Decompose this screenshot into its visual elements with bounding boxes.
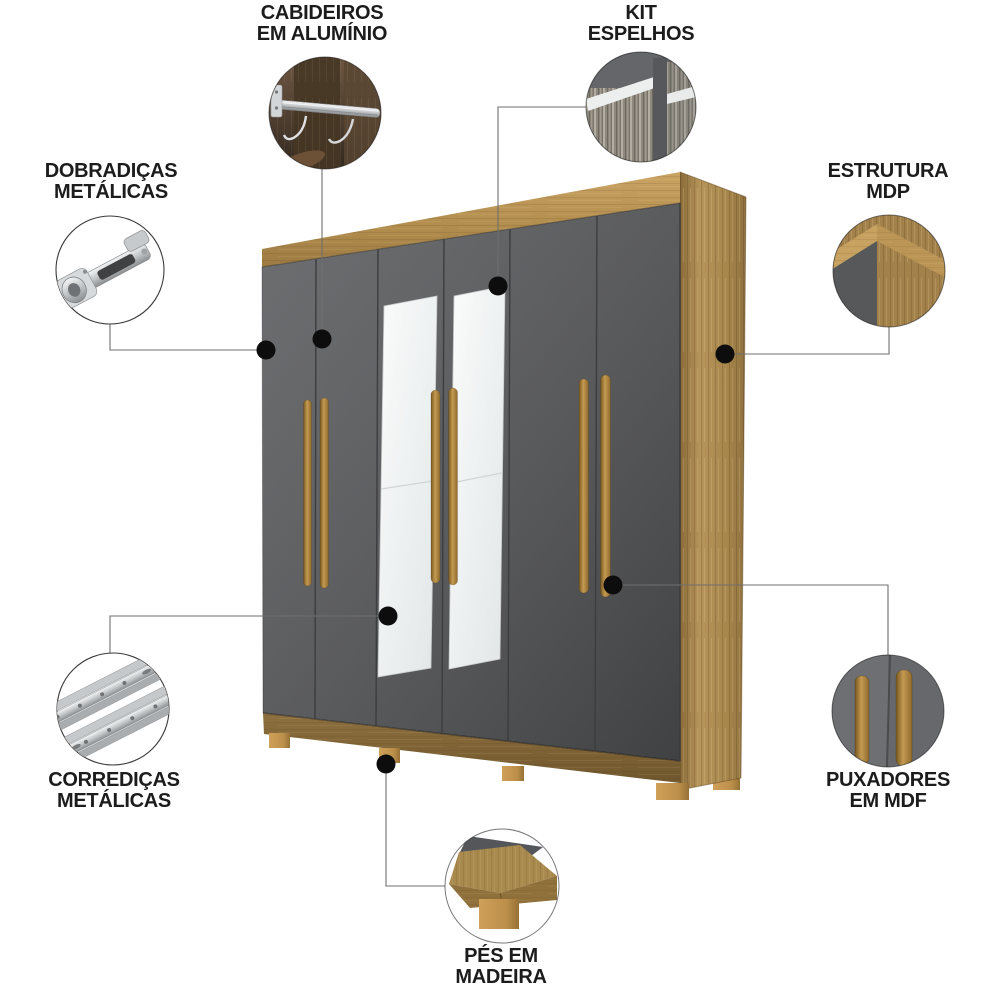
door-seam: [314, 258, 317, 720]
wardrobe-base-grain: [263, 713, 680, 783]
connector-kit-espelhos: [497, 106, 586, 286]
callout-label-puxadores: PUXADORES EM MDF: [778, 770, 998, 812]
door-handle: [319, 397, 329, 589]
door-seam: [507, 228, 511, 742]
callout-label-pes: PÉS EM MADEIRA: [391, 946, 611, 988]
wardrobe-foot: [502, 766, 524, 781]
closet-rod-icon: [269, 57, 381, 169]
wardrobe-top-trim-grain: [262, 172, 680, 267]
door-seam: [441, 238, 445, 735]
detail-circle-border: [831, 654, 945, 768]
label-line: METÁLICAS: [54, 181, 168, 203]
callout-label-corredicas: CORREDIÇAS METÁLICAS: [4, 770, 224, 812]
wood-handles-icon: [832, 655, 944, 767]
trim-door-edge: [261, 202, 681, 268]
label-line: PUXADORES: [826, 769, 950, 791]
door-handle: [578, 378, 589, 594]
detail-circle-kit-espelhos: [585, 51, 697, 163]
connector-pes: [385, 764, 446, 887]
detail-circle-cabideiros: [268, 56, 382, 170]
label-line: DOBRADIÇAS: [44, 160, 178, 182]
connector-dobradicas: [109, 324, 266, 351]
label-line: EM ALUMÍNIO: [256, 23, 388, 45]
callout-dots: [256, 276, 735, 774]
callout-dot-puxadores: [603, 575, 623, 595]
detail-circle-dobradicas: [55, 215, 165, 325]
label-line: MDP: [866, 181, 910, 203]
door-seam: [594, 215, 598, 752]
label-line: CORREDIÇAS: [48, 769, 180, 791]
wood-corner-icon: [833, 215, 945, 327]
wardrobe-foot: [656, 783, 689, 800]
mirror-right-door: [448, 285, 506, 670]
door-base-edge: [262, 712, 681, 762]
callout-connectors: [109, 106, 890, 887]
callout-label-kit-espelhos: KIT ESPELHOS: [511, 3, 771, 45]
wardrobe-foot: [269, 733, 290, 748]
label-line: ESTRUTURA: [827, 160, 949, 182]
door-handle: [430, 389, 441, 584]
label-line: EM MDF: [849, 790, 927, 812]
callout-dot-estrutura: [715, 344, 735, 364]
door-handles: [303, 374, 611, 598]
wood-foot-icon: [449, 836, 557, 929]
detail-circle-border: [444, 828, 560, 944]
label-line: CABIDEIROS: [260, 2, 384, 24]
label-line: MADEIRA: [455, 966, 547, 988]
callout-dot-dobradicas: [256, 340, 276, 360]
callout-label-cabideiros: CABIDEIROS EM ALUMÍNIO: [192, 3, 452, 45]
door-seam: [375, 248, 379, 727]
callout-dot-corredicas: [378, 606, 398, 626]
detail-circle-border: [585, 51, 697, 163]
mirror-left-door: [377, 295, 438, 678]
label-line: PÉS EM: [464, 945, 538, 967]
door-handle: [448, 387, 458, 586]
detail-circle-border: [268, 56, 382, 170]
door-handle: [600, 374, 611, 598]
detail-circle-border: [832, 214, 946, 328]
metal-hinge-icon: [56, 230, 151, 308]
label-line: ESPELHOS: [587, 23, 695, 45]
callout-label-estrutura: ESTRUTURA MDP: [778, 161, 998, 203]
connector-puxadores: [613, 584, 889, 655]
drawer-slides-icon: [57, 653, 169, 765]
mirror-detail-icon: [586, 52, 696, 162]
detail-circle-puxadores: [831, 654, 945, 768]
detail-circle-pes: [444, 828, 560, 944]
callout-label-dobradicas: DOBRADIÇAS METÁLICAS: [1, 161, 221, 203]
door-handle: [303, 399, 312, 587]
label-line: METÁLICAS: [57, 790, 171, 812]
detail-circle-corredicas: [56, 652, 170, 766]
label-line: KIT: [625, 2, 657, 24]
callout-dot-cabideiros: [312, 329, 332, 349]
detail-circle-estrutura: [832, 214, 946, 328]
connector-corredicas: [109, 615, 388, 653]
connector-estrutura: [725, 327, 890, 355]
callout-dot-pes: [376, 754, 396, 774]
wardrobe-side-grain: [680, 172, 746, 790]
callout-dot-kit-espelhos: [488, 276, 508, 296]
wardrobe: [261, 171, 747, 800]
